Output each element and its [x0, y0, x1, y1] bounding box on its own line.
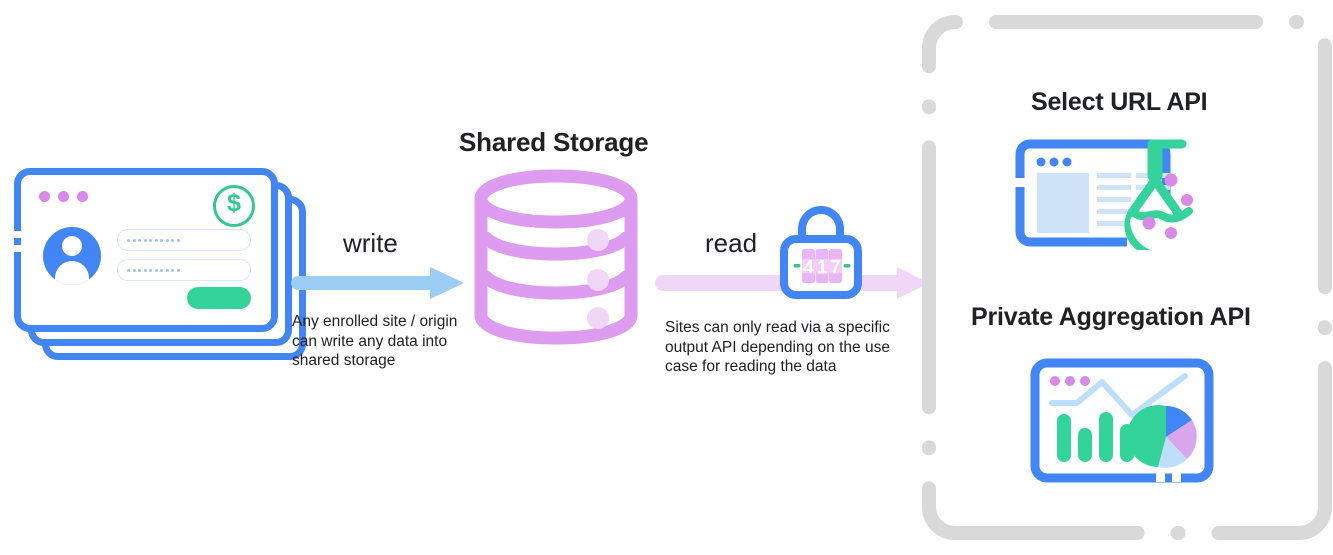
- private-aggregation-api-title: Private Aggregation API: [971, 303, 1251, 331]
- write-label: write: [343, 228, 398, 258]
- password-field-2[interactable]: [117, 259, 251, 281]
- card-edge-notch: [14, 231, 21, 238]
- lock-digit-3: 7: [830, 258, 841, 279]
- avatar: [43, 227, 101, 285]
- avatar-head: [62, 236, 82, 256]
- combination-lock-icon: 4 1 7: [778, 203, 864, 304]
- card-edge-notch: [14, 245, 21, 252]
- window-dot-3: [77, 191, 88, 202]
- read-caption: Sites can only read via a specific outpu…: [665, 319, 890, 375]
- browser-flask-icon: [1015, 138, 1227, 256]
- read-label: read: [705, 228, 758, 258]
- source-site-cards: $: [14, 168, 306, 360]
- shared-storage-title: Shared Storage: [459, 127, 649, 157]
- avatar-body: [55, 261, 89, 285]
- write-arrow-icon: [290, 265, 466, 306]
- lock-digit-2: 1: [817, 258, 828, 279]
- window-dot-2: [58, 191, 69, 202]
- window-dot-1: [39, 191, 50, 202]
- submit-button[interactable]: [187, 287, 251, 309]
- password-field-1[interactable]: [117, 229, 251, 251]
- write-caption: Any enrolled site / origin can write any…: [292, 313, 458, 369]
- lock-digit-1: 4: [803, 258, 814, 279]
- source-card-front: $: [14, 168, 278, 332]
- window-dots-icon: [39, 191, 88, 202]
- shared-storage-cylinder-icon: [468, 168, 644, 351]
- dollar-coin-icon: $: [213, 185, 255, 227]
- output-apis-panel: [921, 14, 1333, 541]
- select-url-api-title: Select URL API: [1031, 88, 1208, 116]
- dashboard-charts-icon: [1030, 358, 1214, 488]
